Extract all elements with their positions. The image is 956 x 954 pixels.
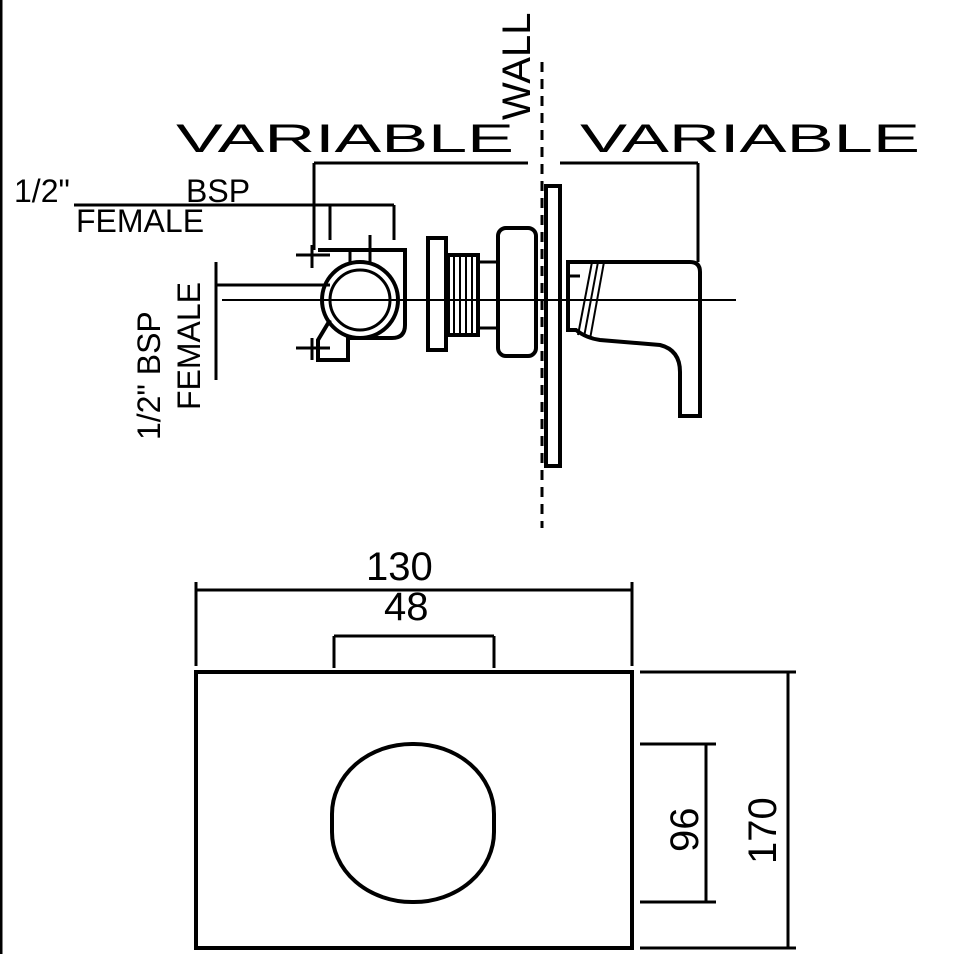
front-plate bbox=[194, 670, 634, 950]
side-inlet-line1: 1/2" BSP bbox=[131, 311, 167, 440]
height-handle-label: 96 bbox=[663, 808, 707, 853]
variable-right-label: VARIABLE bbox=[580, 117, 920, 161]
handle bbox=[566, 260, 702, 418]
flange bbox=[496, 226, 538, 358]
top-inlet-bsp: BSP bbox=[186, 173, 250, 209]
width-overall-label: 130 bbox=[366, 545, 433, 589]
lock-nut bbox=[426, 236, 448, 352]
threaded-cartridge bbox=[446, 253, 498, 337]
front-handle-oval bbox=[330, 742, 496, 904]
side-view: WALL VARIABLE VARIABLE 1/2" BSP FEMALE 1… bbox=[14, 13, 920, 528]
wall-plate bbox=[544, 184, 562, 468]
height-overall-label: 170 bbox=[741, 797, 785, 864]
top-inlet-female: FEMALE bbox=[76, 203, 204, 239]
side-inlet-line2: FEMALE bbox=[171, 282, 207, 410]
front-view: 130 48 96 170 bbox=[194, 545, 796, 950]
wall-label: WALL bbox=[495, 13, 539, 120]
variable-left-label: VARIABLE bbox=[176, 117, 514, 161]
top-inlet-size: 1/2" bbox=[14, 173, 70, 209]
width-handle-label: 48 bbox=[384, 585, 429, 629]
valve-body bbox=[296, 235, 407, 362]
